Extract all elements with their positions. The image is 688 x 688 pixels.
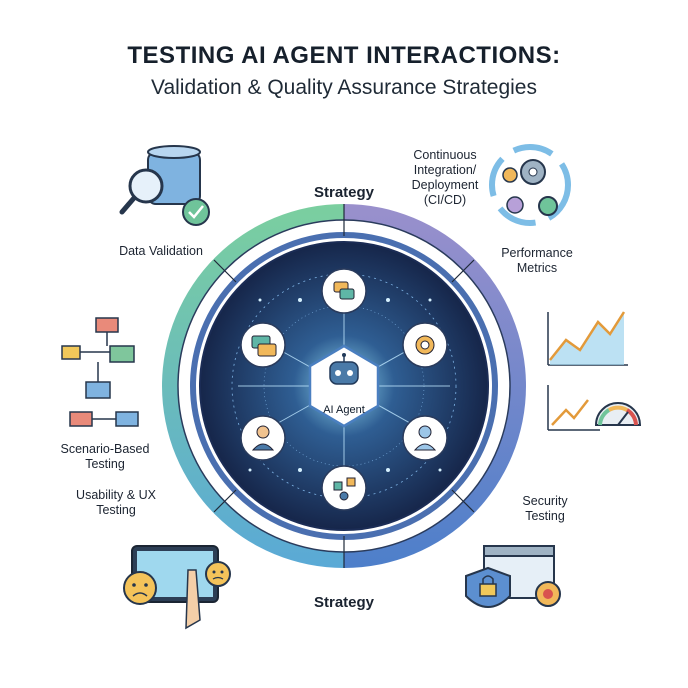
flowchart-small-icon <box>321 465 367 511</box>
strategy-bottom-label: Strategy <box>313 594 375 611</box>
page-subtitle: Validation & Quality Assurance Strategie… <box>151 76 537 99</box>
scenario-testing-label: Scenario-Based Testing <box>60 442 150 471</box>
database-magnifier-icon <box>119 145 201 215</box>
gears-cycle-icon <box>489 144 571 226</box>
line-chart-icon <box>547 311 628 366</box>
strategy-top-label: Strategy <box>313 184 375 201</box>
page-title: TESTING AI AGENT INTERACTIONS: <box>127 42 561 69</box>
gauge-icon <box>547 385 642 431</box>
data-validation-label: Data Validation <box>119 244 203 258</box>
flowchart-icon <box>61 317 139 427</box>
robot-icon <box>329 353 359 385</box>
agent-hexagon <box>308 344 380 428</box>
security-testing-label: Security Testing <box>522 494 568 523</box>
tablet-touch-icon <box>123 545 231 630</box>
security-shield-icon <box>465 545 561 608</box>
performance-metrics-label: Performance Metrics <box>501 246 573 275</box>
checkmark-icon <box>182 198 210 226</box>
ai-agent-label: AI Agent <box>323 404 365 416</box>
ci-cd-label: Continuous Integration/ Deployment (CI/C… <box>411 148 479 207</box>
usability-testing-label: Usability & UX Testing <box>76 488 156 517</box>
